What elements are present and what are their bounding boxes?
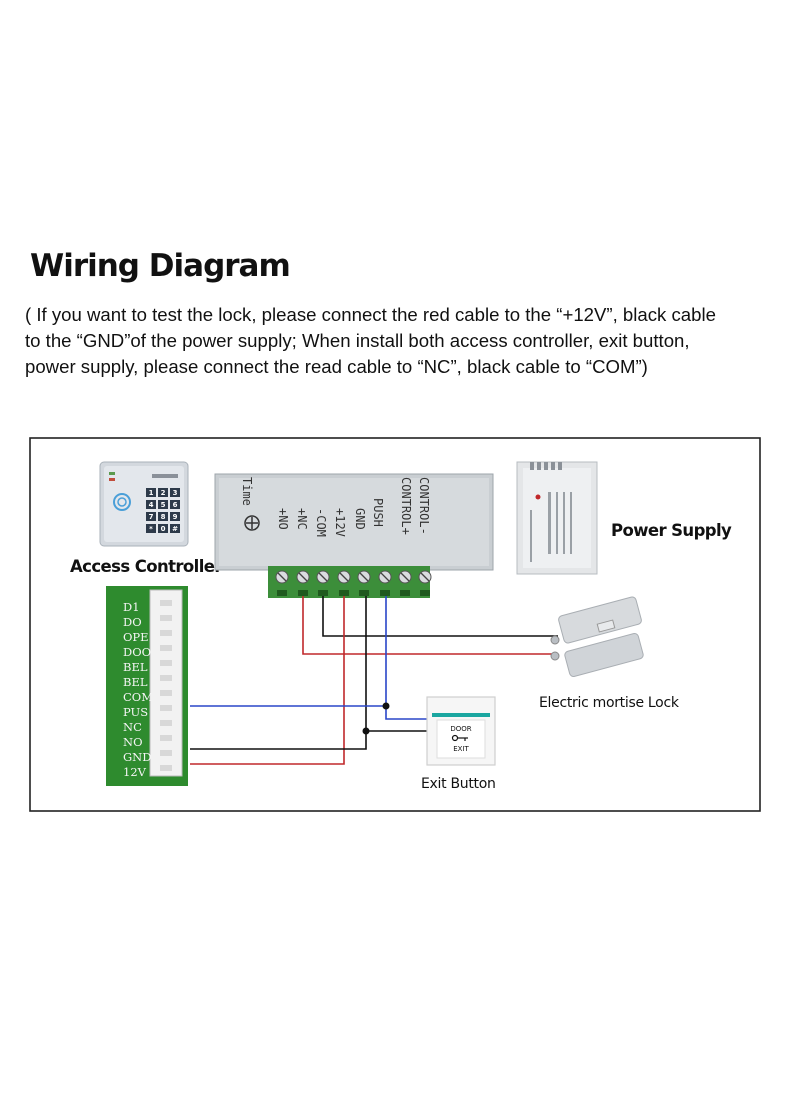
electric-lock-device	[550, 596, 644, 677]
keypad-key: *	[149, 525, 153, 533]
pin-label: BEL	[123, 660, 148, 674]
terminal-label: +NC	[295, 508, 309, 530]
power-controller-unit: CONTROL- CONTROL+ PUSH GND +12V -COM +NC…	[214, 473, 494, 598]
keypad-key: 7	[149, 513, 154, 521]
exit-button-label: Exit Button	[421, 776, 496, 792]
keypad-key: 1	[149, 489, 154, 497]
instructions-line: power supply, please connect the read ca…	[25, 356, 648, 377]
terminal-label: +12V	[333, 508, 347, 537]
pin-label: 12V	[123, 765, 147, 779]
controller-pin-header: D1 DO OPE DOO BEL BEL COM PUS NC NO GND …	[106, 586, 188, 786]
terminal-label: CONTROL+	[399, 477, 413, 535]
wire-blue-exit	[385, 706, 430, 720]
keypad-key: 5	[161, 501, 166, 509]
terminal-label: GND	[353, 508, 367, 530]
keypad-key: #	[172, 525, 178, 533]
keypad-key: 8	[161, 513, 166, 521]
terminal-label: Time	[240, 477, 254, 506]
keypad-key: 6	[173, 501, 178, 509]
power-supply-label: Power Supply	[611, 521, 732, 540]
instructions-text: ( If you want to test the lock, please c…	[25, 302, 785, 380]
exit-button-device: DOOR EXIT	[426, 696, 496, 766]
keypad-key: 3	[173, 489, 178, 497]
power-supply-device	[516, 461, 598, 575]
pin-label: BEL	[123, 675, 148, 689]
time-adjust-icon	[244, 515, 260, 531]
keypad-key: 2	[161, 489, 166, 497]
wire-red-controller	[190, 596, 345, 765]
wire-black-controller	[190, 596, 367, 750]
access-controller-label: Access Controller	[70, 557, 223, 576]
terminal-label: +NO	[276, 508, 290, 530]
pin-label: NO	[123, 735, 143, 749]
wire-black-lock	[322, 596, 558, 637]
exit-button-text-top: DOOR	[450, 725, 471, 733]
access-controller-device: 1 2 3 4 5 6 7 8 9 * 0 #	[99, 461, 189, 547]
pin-label: GND	[123, 750, 151, 764]
keypad-key: 4	[149, 501, 154, 509]
pin-label: D1	[123, 600, 140, 614]
keypad-key: 9	[173, 513, 178, 521]
pin-label: DO	[123, 615, 142, 629]
lock-label: Electric mortise Lock	[539, 695, 680, 711]
pin-label: DOO	[123, 645, 151, 659]
keypad-key: 0	[161, 525, 166, 533]
instructions-line: ( If you want to test the lock, please c…	[25, 304, 716, 325]
wires	[190, 596, 558, 765]
keypad: 1 2 3 4 5 6 7 8 9 * 0 #	[146, 488, 180, 533]
exit-button-text-bottom: EXIT	[453, 745, 469, 753]
instructions-line: to the “GND”of the power supply; When in…	[25, 330, 690, 351]
pin-label: COM	[123, 690, 153, 704]
wire-red-lock	[302, 596, 558, 655]
rfid-icon	[113, 493, 131, 511]
page-title: Wiring Diagram	[30, 248, 291, 284]
pin-label: NC	[123, 720, 142, 734]
pin-label: OPE	[123, 630, 149, 644]
terminal-label: CONTROL-	[417, 477, 431, 535]
terminal-label: PUSH	[371, 498, 385, 527]
pin-label: PUS	[123, 705, 148, 719]
terminal-label: -COM	[314, 508, 328, 537]
